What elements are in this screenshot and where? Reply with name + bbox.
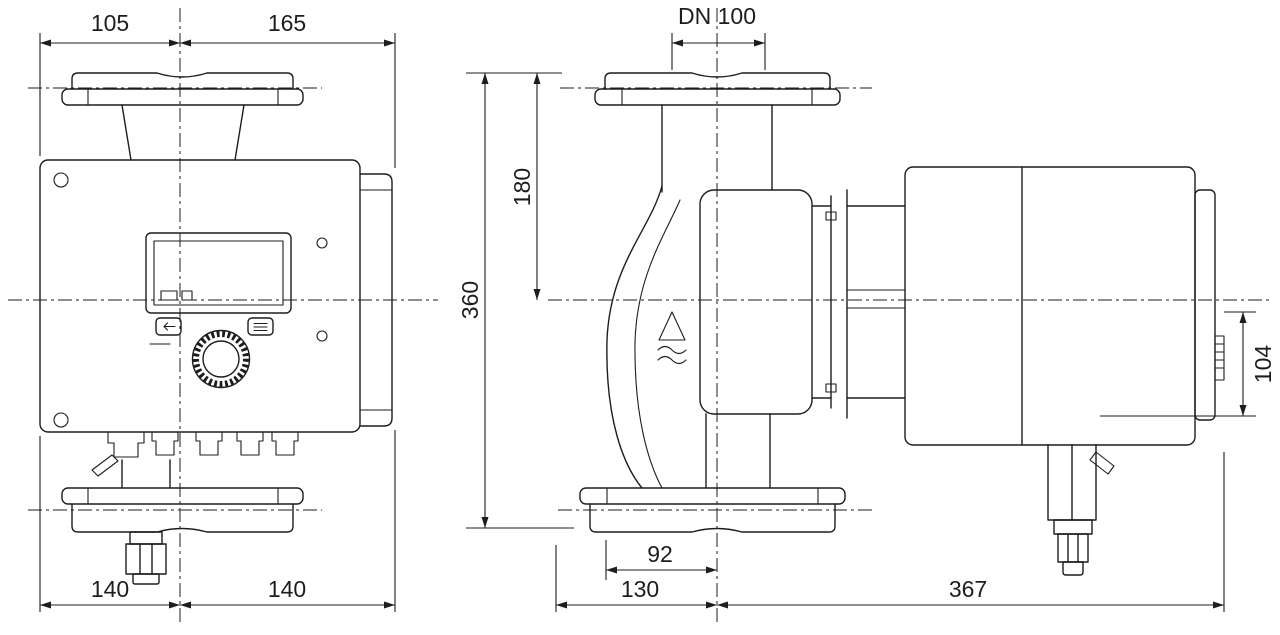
center-lines [8, 8, 1273, 625]
dim-label-140-left: 140 [91, 576, 129, 602]
dim-label-130: 130 [621, 576, 659, 602]
knob-knurling [193, 331, 249, 387]
flange-notches [87, 487, 279, 505]
shaft-rails [846, 289, 906, 309]
motor-section [811, 189, 906, 419]
plug-body [1057, 533, 1089, 563]
cable-glands [91, 431, 299, 477]
pump-neck [121, 104, 245, 161]
knob-edge [1214, 335, 1225, 381]
dim-label-105: 105 [91, 10, 129, 36]
extension-lines-dn100 [671, 33, 766, 70]
display-status-icon [160, 290, 178, 301]
module-body [904, 166, 1196, 446]
power-connector [1047, 444, 1115, 576]
dim-label-360: 360 [457, 281, 483, 319]
flange-lower-profile [71, 503, 294, 533]
dim-label-165: 165 [268, 10, 306, 36]
screw-hole [53, 412, 69, 428]
flange-plate [579, 487, 846, 505]
display-bezel [145, 232, 292, 314]
flange-upper-profile [604, 72, 831, 90]
dim-label-140-right: 140 [268, 576, 306, 602]
side-dimensions: DN 100 360 180 104 92 130 367 [457, 3, 1276, 612]
volute-lower-walls [705, 413, 771, 489]
screw-hole [53, 172, 69, 188]
clamp-screw [825, 211, 837, 221]
control-knob [191, 329, 251, 389]
flange-notches [606, 487, 819, 505]
dim-label-367: 367 [949, 576, 987, 602]
dim-label-180: 180 [509, 168, 535, 206]
volute-inner-curve [634, 199, 681, 489]
connector-bracket [1047, 444, 1097, 521]
menu-icon [253, 322, 268, 332]
flange-lower-profile [589, 503, 836, 533]
clamp-ring [830, 189, 848, 419]
cable-gland [271, 431, 299, 456]
clamp-screw [825, 383, 837, 393]
plug-tip [1062, 561, 1084, 576]
connector-lever [1089, 451, 1115, 475]
dim-label-92: 92 [647, 541, 673, 567]
display [145, 232, 292, 314]
knob-edge-knurling [1214, 343, 1225, 369]
side-view: DN 100 360 180 104 92 130 367 [457, 3, 1276, 612]
housing-lines [359, 189, 393, 411]
plug-collar [1053, 519, 1093, 535]
side-bottom-flange [579, 487, 846, 533]
flange-plate [61, 88, 304, 106]
cable-gland [151, 431, 179, 456]
flow-direction-icon [658, 311, 686, 341]
side-top-flange [594, 72, 841, 106]
volute-casing [606, 185, 813, 489]
back-button [155, 317, 182, 336]
cable-gland [195, 431, 223, 456]
dim-label-dn100: DN 100 [678, 3, 756, 29]
cable-gland [107, 431, 145, 458]
plug-hex [125, 543, 167, 575]
flow-wave-icon [657, 345, 687, 365]
extension-lines-top [39, 33, 396, 168]
front-view: 105 165 140 140 [39, 10, 396, 612]
pump-housing-edge [359, 173, 393, 427]
housing-outline [359, 173, 393, 427]
motor-flange-slab [699, 189, 813, 415]
control-module-body [39, 159, 361, 433]
screw-hole [316, 237, 328, 249]
display-screen [153, 240, 284, 306]
flange-notches [621, 88, 813, 106]
drain-plug [125, 531, 167, 585]
dim-label-104: 104 [1250, 345, 1276, 384]
menu-button [247, 317, 274, 336]
knob-inner [202, 340, 240, 378]
front-dimensions: 105 165 140 140 [39, 10, 396, 612]
gland-lever [91, 454, 119, 477]
operating-buttons [149, 317, 274, 345]
front-bottom-flange [61, 487, 304, 533]
extension-lines-104 [1100, 311, 1256, 417]
cable-gland [236, 431, 264, 456]
flange-plate [594, 88, 841, 106]
flange-plate [61, 487, 304, 505]
plug-collar [129, 531, 163, 545]
module-front-panel [1194, 189, 1216, 421]
suction-pipe [121, 459, 171, 489]
discharge-pipe [661, 104, 773, 193]
flange-notches [87, 88, 279, 106]
front-top-flange [61, 72, 304, 106]
plug-tip [132, 573, 160, 585]
electronics-module [904, 166, 1225, 446]
volute-outer-curve [606, 185, 663, 489]
knob-outer-ring [191, 329, 251, 389]
flange-upper-profile [71, 72, 294, 90]
screw-hole [316, 330, 328, 342]
display-status-icon [181, 290, 193, 301]
back-arrow-icon [163, 322, 176, 331]
extension-lines-bottom [39, 430, 396, 612]
